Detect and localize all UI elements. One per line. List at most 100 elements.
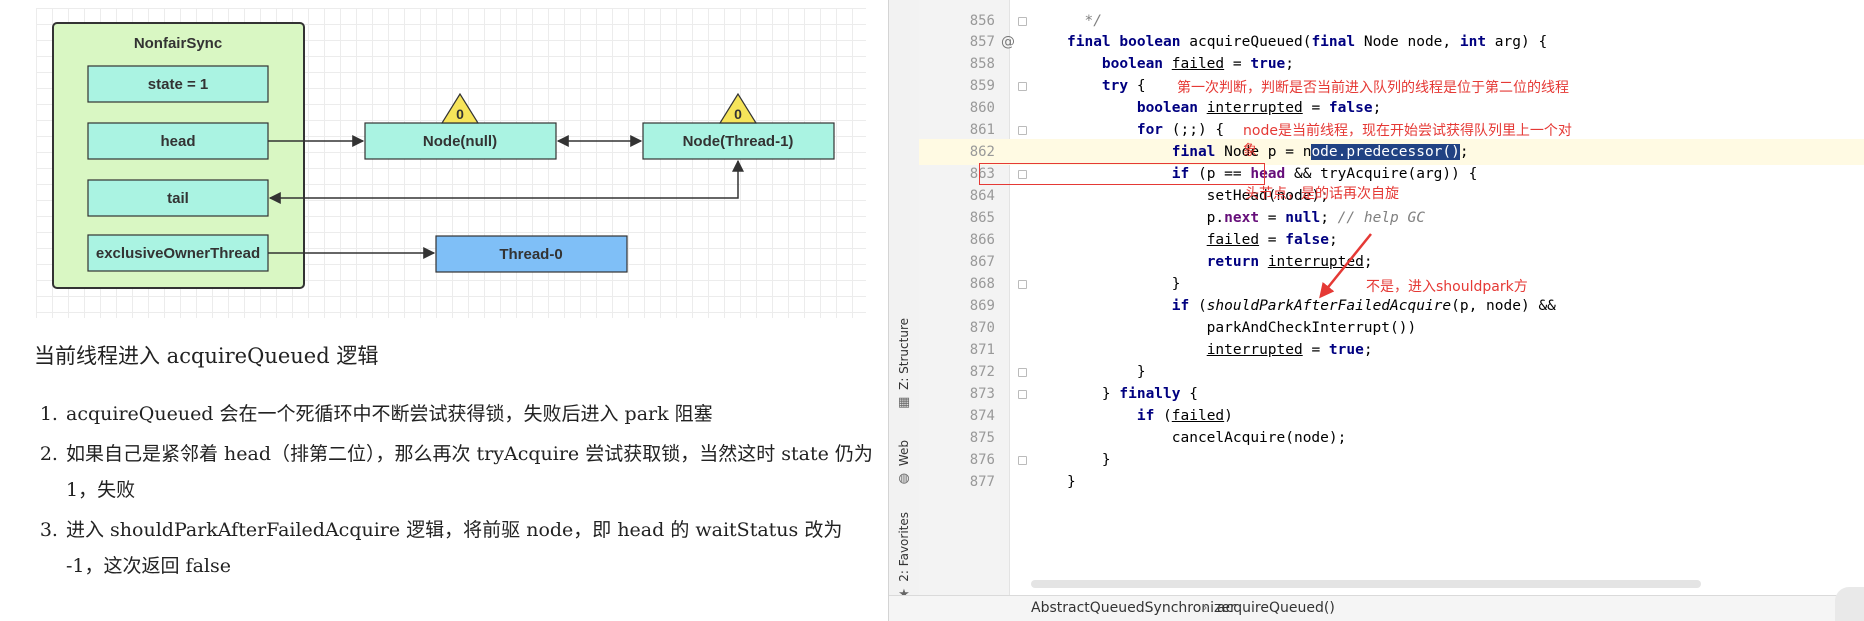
- list-item: acquireQueued 会在一个死循环中不断尝试获得锁，失败后进入 park…: [64, 396, 874, 432]
- code-text: }: [1067, 364, 1146, 380]
- tutorial-pane: NonfairSync state = 1 head tail exclusiv…: [0, 0, 888, 621]
- code-text: failed = false;: [1206, 232, 1338, 248]
- code-text: cancelAcquire(node);: [1067, 430, 1347, 446]
- line-number: 860: [969, 100, 995, 116]
- fold-marker-icon[interactable]: [1018, 126, 1027, 135]
- code-line[interactable]: 859 try {: [919, 73, 1864, 99]
- line-number-gutter: [919, 0, 1009, 595]
- node-null-badge: [440, 92, 480, 124]
- breadcrumb-separator-icon: ›: [1202, 600, 1208, 616]
- code-text: setHead(node);: [1067, 188, 1329, 204]
- line-number: 873: [969, 386, 995, 402]
- code-line[interactable]: 873 } finally {: [919, 381, 1864, 407]
- line-number: 872: [969, 364, 995, 380]
- code-line[interactable]: 866 failed = false;: [919, 227, 1864, 253]
- annotation-arrow-icon: [1319, 233, 1372, 299]
- field-tail-label: tail: [167, 190, 189, 207]
- code-line[interactable]: 870 parkAndCheckInterrupt()): [919, 315, 1864, 341]
- field-state: [87, 65, 269, 103]
- web-tab[interactable]: Web ◍: [889, 440, 919, 485]
- line-number: 877: [969, 474, 995, 490]
- code-line[interactable]: 877 }: [919, 469, 1864, 495]
- code-text: if (p == head && tryAcquire(arg)) {: [1171, 166, 1478, 182]
- structure-tab-label: Z: Structure: [897, 318, 911, 390]
- thread-0-box: [435, 235, 628, 273]
- fold-marker-icon[interactable]: [1018, 82, 1027, 91]
- horizontal-scrollbar[interactable]: [1031, 580, 1701, 588]
- side-tool-strip: Z: Structure ▦ Web ◍ 2: Favorites ★: [889, 0, 920, 621]
- code-text: boolean interrupted = false;: [1136, 100, 1382, 116]
- structure-tab[interactable]: Z: Structure ▦: [889, 318, 919, 409]
- code-text: interrupted = true;: [1206, 342, 1373, 358]
- breadcrumb-method[interactable]: acquireQueued(): [1217, 600, 1335, 616]
- star-icon: ★: [898, 588, 910, 601]
- code-line[interactable]: 872 }: [919, 359, 1864, 385]
- nonfairsync-title: NonfairSync: [134, 35, 222, 52]
- code-line[interactable]: 871 interrupted = true;: [919, 337, 1864, 363]
- thread-0-label: Thread-0: [499, 246, 562, 263]
- code-text: }: [1067, 276, 1181, 292]
- ide-pane: Z: Structure ▦ Web ◍ 2: Favorites ★ 856 …: [888, 0, 1864, 621]
- code-line[interactable]: 864 setHead(node);: [919, 183, 1864, 209]
- article-heading: 当前线程进入 acquireQueued 逻辑: [34, 344, 379, 368]
- node-thread-1-badge-label: 0: [734, 106, 742, 122]
- code-line-current[interactable]: 862 final Node p = node.predecessor();: [919, 139, 1864, 165]
- highlight-box: [979, 163, 1265, 185]
- breadcrumb-class[interactable]: AbstractQueuedSynchronizer: [1031, 600, 1236, 616]
- code-line[interactable]: 867 return interrupted;: [919, 249, 1864, 275]
- code-line[interactable]: 861 for (;;) {: [919, 117, 1864, 143]
- code-line[interactable]: 865 p.next = null; // help GC: [919, 205, 1864, 231]
- code-line[interactable]: 860 boolean interrupted = false;: [919, 95, 1864, 121]
- code-line[interactable]: 869 if (shouldParkAfterFailedAcquire(p, …: [919, 293, 1864, 319]
- code-text: try {: [1101, 78, 1146, 94]
- code-line[interactable]: 856 */: [919, 8, 1864, 34]
- node-thread-1-badge: [718, 92, 758, 124]
- list-item: 如果自己是紧邻着 head（排第二位），那么再次 tryAcquire 尝试获取…: [64, 436, 874, 508]
- sync-diagram: NonfairSync state = 1 head tail exclusiv…: [36, 8, 866, 318]
- node-null-label: Node(null): [423, 133, 497, 150]
- node-thread-1: [642, 122, 835, 160]
- code-line[interactable]: 868 }: [919, 271, 1864, 297]
- globe-icon: ◍: [898, 471, 910, 487]
- code-text: final boolean acquireQueued(final Node n…: [1067, 34, 1548, 50]
- override-annotation-icon[interactable]: @: [1001, 34, 1015, 50]
- line-number: 876: [969, 452, 995, 468]
- breadcrumb: AbstractQueuedSynchronizer › acquireQueu…: [889, 595, 1864, 621]
- fold-marker-icon[interactable]: [1018, 280, 1027, 289]
- code-line[interactable]: 874 if (failed): [919, 403, 1864, 429]
- line-number: 870: [969, 320, 995, 336]
- code-text: }: [1067, 474, 1076, 490]
- line-number: 858: [969, 56, 995, 72]
- code-text: if (failed): [1136, 408, 1233, 424]
- field-state-label: state = 1: [148, 76, 208, 93]
- annotation-node-current-cont: 象: [1243, 143, 1257, 159]
- annotation-first-check: 第一次判断，判断是否当前进入队列的线程是位于第二位的线程: [1177, 80, 1569, 96]
- code-line[interactable]: 876 }: [919, 447, 1864, 473]
- code-text: */: [1067, 13, 1102, 29]
- line-number: 861: [969, 122, 995, 138]
- fold-marker-icon[interactable]: [1018, 456, 1027, 465]
- code-text: parkAndCheckInterrupt()): [1067, 320, 1417, 336]
- code-text: return interrupted;: [1206, 254, 1373, 270]
- line-number: 862: [969, 144, 995, 160]
- code-line[interactable]: 875 cancelAcquire(node);: [919, 425, 1864, 451]
- code-line[interactable]: 858 boolean failed = true;: [919, 51, 1864, 77]
- fold-marker-icon[interactable]: [1018, 368, 1027, 377]
- article: 当前线程进入 acquireQueued 逻辑 acquireQueued 会在…: [34, 340, 874, 588]
- code-line[interactable]: 857 @ final boolean acquireQueued(final …: [919, 29, 1864, 55]
- line-number: 868: [969, 276, 995, 292]
- fold-marker-icon[interactable]: [1018, 17, 1027, 26]
- code-line[interactable]: 863 if (p == head && tryAcquire(arg)) {: [919, 161, 1864, 187]
- line-number: 866: [969, 232, 995, 248]
- line-number: 863: [969, 166, 995, 182]
- node-null-badge-label: 0: [456, 106, 464, 122]
- annotation-node-current: node是当前线程，现在开始尝试获得队列里上一个对: [1243, 123, 1572, 139]
- line-number: 859: [969, 78, 995, 94]
- favorites-tab[interactable]: 2: Favorites ★: [889, 512, 919, 601]
- line-number: 864: [969, 188, 995, 204]
- fold-marker-icon[interactable]: [1018, 390, 1027, 399]
- line-number: 856: [969, 13, 995, 29]
- fold-marker-icon[interactable]: [1018, 170, 1027, 179]
- line-number: 871: [969, 342, 995, 358]
- line-number: 874: [969, 408, 995, 424]
